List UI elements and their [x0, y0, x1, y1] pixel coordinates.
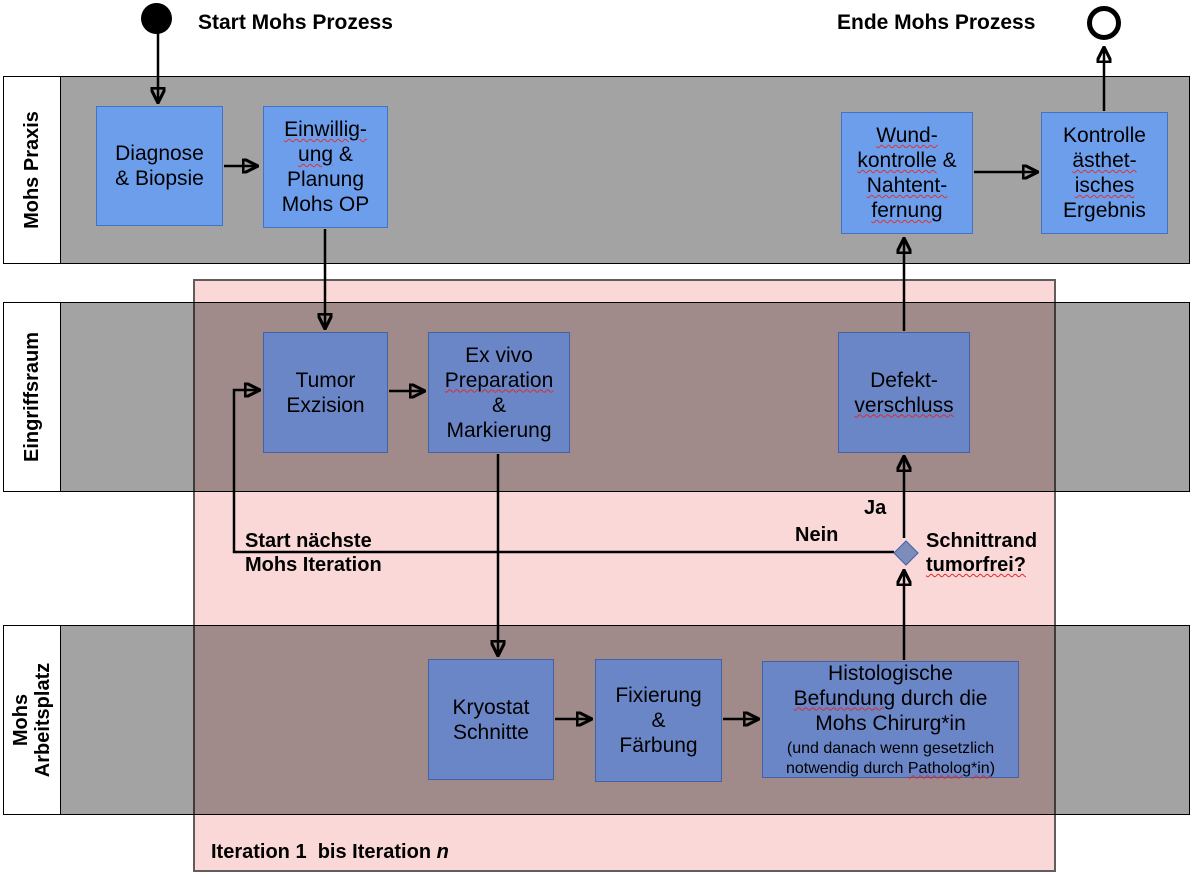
node-wundkontrolle-nahtentfernung: Wund-kontrolle &Nahtent-fernung [841, 112, 973, 234]
lane-label-text: Eingriffsraum [21, 331, 43, 463]
start-event-circle [141, 3, 172, 34]
node-diagnose-biopsie: Diagnose& Biopsie [96, 106, 223, 226]
node-label: Wund-kontrolle &Nahtent-fernung [857, 124, 957, 222]
iteration-region: Iteration 1 bis Iteration n [193, 279, 1056, 872]
end-event-circle [1087, 6, 1121, 40]
lane-label-mohs-praxis: Mohs Praxis [4, 77, 61, 263]
iteration-region-label: Iteration 1 bis Iteration n [211, 841, 449, 863]
lane-label-text: Mohs Praxis [21, 111, 43, 229]
start-event-label: Start Mohs Prozess [198, 11, 393, 34]
node-label: Diagnose& Biopsie [115, 142, 204, 190]
lane-label-eingriffsraum: Eingriffsraum [4, 303, 61, 491]
end-event-label: Ende Mohs Prozess [837, 11, 1036, 34]
